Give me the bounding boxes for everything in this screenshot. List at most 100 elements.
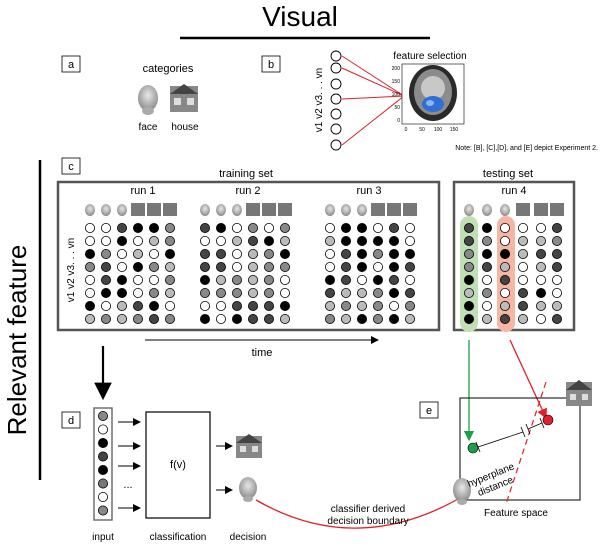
- voxel-circle: [499, 313, 510, 324]
- voxel-circle: [536, 248, 547, 259]
- voxel-circle: [463, 222, 474, 233]
- voxel-circle: [404, 235, 415, 246]
- voxel-circle: [279, 235, 290, 246]
- run-4-label: run 4: [501, 185, 526, 197]
- distance-markers: [475, 417, 545, 453]
- house-thumb-icon: [387, 203, 401, 216]
- voxel-circle: [499, 300, 510, 311]
- voxel-circle: [552, 235, 563, 246]
- voxel-circle: [340, 248, 351, 259]
- voxel-circle: [164, 222, 175, 233]
- voxel-circle: [231, 235, 242, 246]
- voxel-circle: [279, 248, 290, 259]
- voxel-circle: [324, 313, 335, 324]
- voxel-circle: [101, 287, 112, 298]
- voxel-circle: [536, 287, 547, 298]
- voxel-circle: [388, 235, 399, 246]
- time-label: time: [252, 347, 273, 359]
- testing-set-box: [452, 180, 576, 332]
- voxel-circle: [117, 248, 128, 259]
- voxel-circle: [215, 222, 226, 233]
- voxel-circle: [404, 222, 415, 233]
- voxel-circle: [536, 222, 547, 233]
- training-set-box: [56, 180, 441, 332]
- voxel-circle: [148, 248, 159, 259]
- voxel-circle: [356, 248, 367, 259]
- house-thumb-icon: [131, 203, 145, 216]
- voxel-circle: [330, 62, 342, 74]
- voxel-circle: [148, 222, 159, 233]
- feature-space-box: [459, 397, 581, 501]
- voxel-circle: [518, 222, 529, 233]
- voxel-circle: [215, 313, 226, 324]
- voxel-circle: [372, 287, 383, 298]
- voxel-circle: [330, 78, 342, 90]
- voxel-circle: [388, 248, 399, 259]
- input-voxel: [98, 437, 109, 448]
- voxel-circle: [330, 123, 342, 135]
- voxel-circle: [263, 274, 274, 285]
- voxel-circle: [132, 287, 143, 298]
- face-thumb-icon: [482, 204, 492, 216]
- voxel-circle: [85, 287, 96, 298]
- voxel-circle: [340, 235, 351, 246]
- voxel-circle: [404, 274, 415, 285]
- voxel-circle: [117, 261, 128, 272]
- input-voxel: [98, 464, 109, 475]
- voxel-circle: [372, 222, 383, 233]
- house-thumb-icon: [516, 203, 530, 216]
- voxel-circle: [481, 222, 492, 233]
- feature-space-face-icon: [453, 478, 471, 505]
- voxel-circle: [117, 300, 128, 311]
- brain-x-tick: 0: [405, 127, 408, 133]
- voxel-circle: [404, 261, 415, 272]
- voxel-circle: [231, 222, 242, 233]
- voxel-circle: [85, 248, 96, 259]
- house-thumb-icon: [550, 203, 564, 216]
- panel-b-letter-box: [261, 55, 281, 73]
- voxel-circle: [552, 313, 563, 324]
- face-icon: [138, 85, 158, 115]
- voxel-circle: [164, 261, 175, 272]
- voxel-circle: [340, 287, 351, 298]
- voxel-circle: [132, 274, 143, 285]
- voxel-circle: [101, 300, 112, 311]
- voxel-circle: [499, 274, 510, 285]
- panel-c-voxels-label: v1 v2 v3. . . vn: [66, 238, 77, 302]
- voxel-circle: [481, 300, 492, 311]
- brain-y-tick: 50: [394, 105, 400, 111]
- panel-c-letter: c: [68, 161, 74, 173]
- voxel-circle: [463, 300, 474, 311]
- decision-face-icon: [239, 477, 257, 502]
- panel-e-letter-box: [419, 401, 439, 419]
- voxel-circle: [518, 235, 529, 246]
- voxel-circle: [536, 235, 547, 246]
- voxel-circle: [552, 248, 563, 259]
- input-column-box: [93, 407, 113, 521]
- panel-b-voxel-column: [330, 50, 342, 151]
- voxel-circle: [263, 261, 274, 272]
- categories-heading: categories: [143, 63, 194, 75]
- face-thumb-icon: [341, 204, 351, 216]
- voxel-circle: [132, 235, 143, 246]
- voxel-circle: [247, 235, 258, 246]
- voxel-circle: [499, 261, 510, 272]
- run-1-label: run 1: [130, 185, 155, 197]
- feature-space-house-icon: [566, 380, 592, 406]
- experiment-note: Note: [B], [C],[D], and [E] depict Exper…: [455, 145, 598, 152]
- voxel-circle: [499, 222, 510, 233]
- voxel-circle: [356, 287, 367, 298]
- voxel-circle: [279, 300, 290, 311]
- voxel-circle: [148, 300, 159, 311]
- voxel-circle: [215, 287, 226, 298]
- training-set-label: training set: [219, 168, 273, 180]
- panel-d-letter: d: [68, 415, 74, 427]
- testing-set-label: testing set: [483, 168, 533, 180]
- voxel-circle: [356, 300, 367, 311]
- voxel-circle: [164, 287, 175, 298]
- decision-label: decision: [230, 532, 267, 543]
- panel-e-letter: e: [426, 405, 432, 417]
- face-thumb-icon: [232, 204, 242, 216]
